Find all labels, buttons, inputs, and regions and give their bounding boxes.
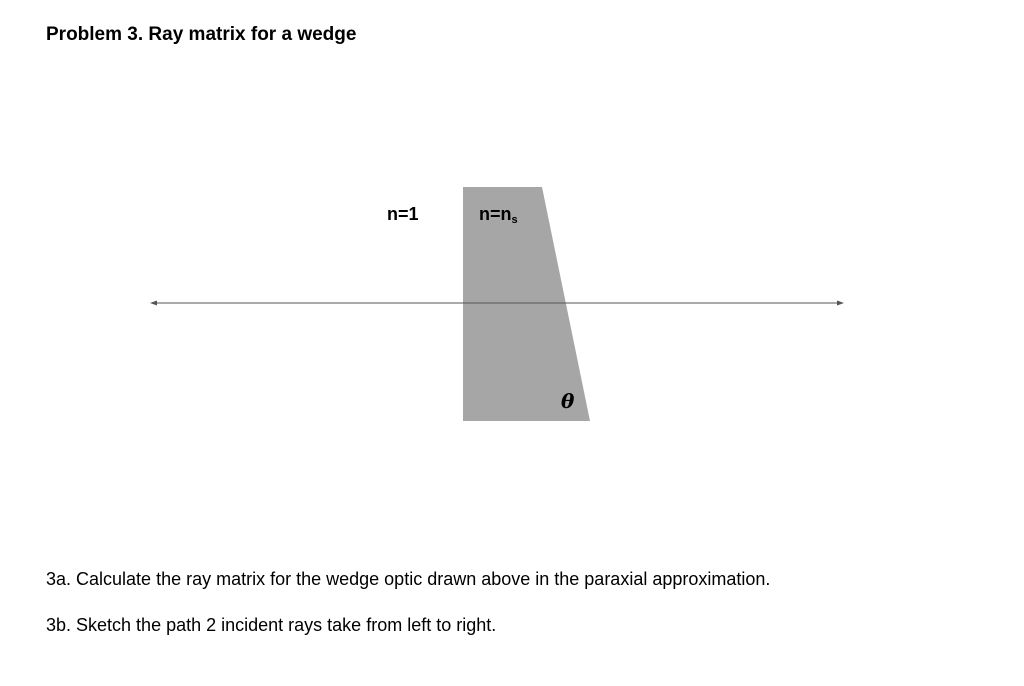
left-medium-label: n=1 [387, 204, 419, 224]
axis-arrowhead-left [150, 300, 157, 306]
axis-arrowhead-right [837, 300, 844, 306]
wedge-angle-label: θ [561, 389, 575, 413]
question-3b: 3b. Sketch the path 2 incident rays take… [46, 615, 497, 635]
wedge-medium-label-base: n=n [479, 204, 512, 224]
wedge-shape [463, 187, 590, 421]
wedge-medium-label: n=ns [479, 204, 518, 226]
problem-title: Problem 3. Ray matrix for a wedge [46, 24, 357, 45]
wedge-medium-subscript: s [511, 214, 518, 226]
question-3a: 3a. Calculate the ray matrix for the wed… [46, 569, 771, 589]
